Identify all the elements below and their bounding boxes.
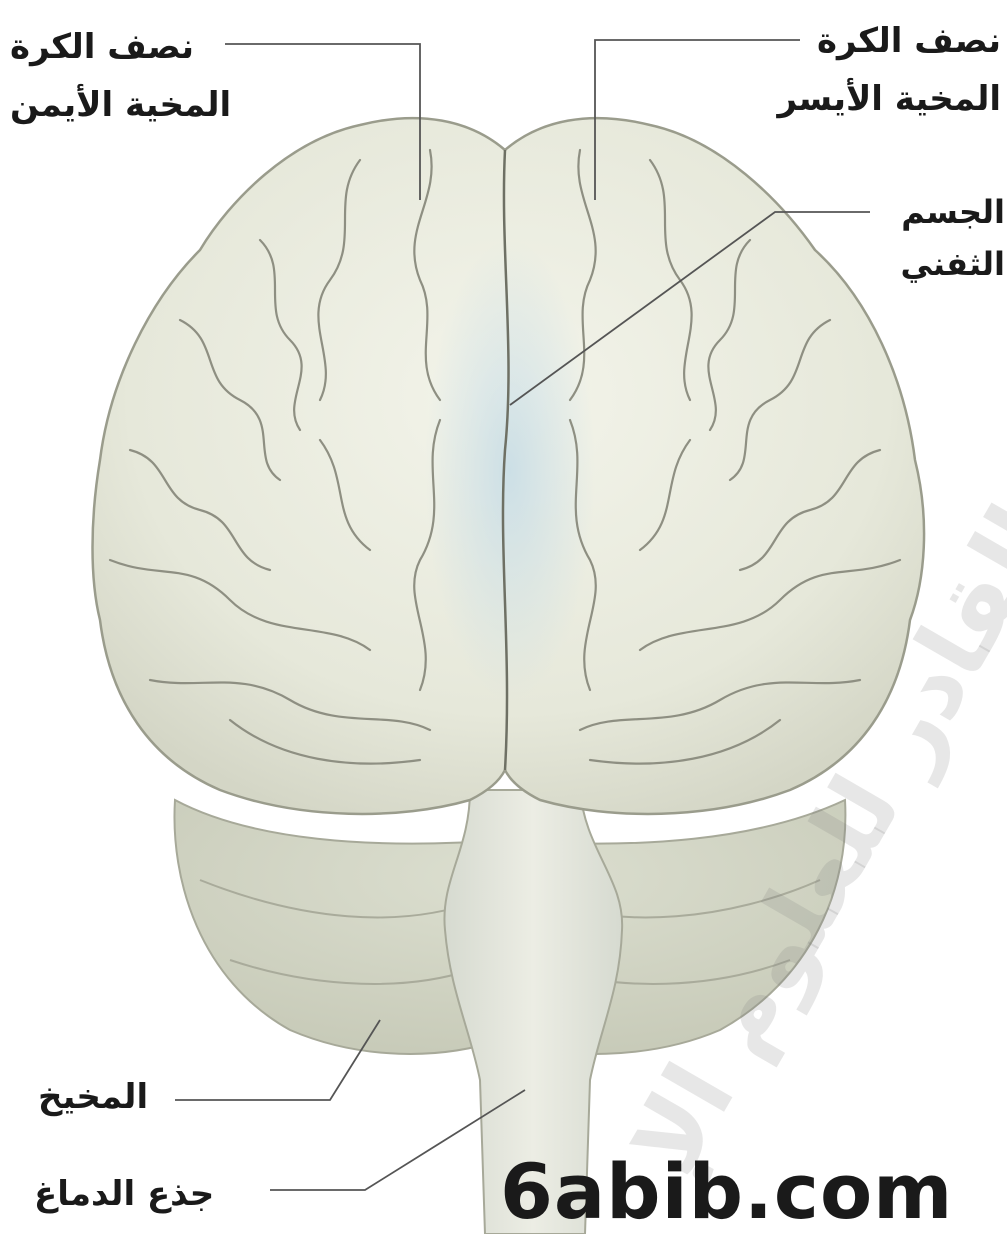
label-brainstem-text: جذع الدماغ (34, 1165, 214, 1223)
label-left-hemisphere-line1: نصف الكرة (777, 12, 1001, 70)
label-left-hemisphere-line2: المخية الأيسر (777, 70, 1001, 128)
label-corpus-callosum-line2: الثفني (900, 238, 1005, 290)
label-right-hemisphere: نصف الكرة المخية الأيمن (10, 18, 231, 134)
label-corpus-callosum: الجسم الثفني (900, 186, 1005, 290)
label-corpus-callosum-line1: الجسم (900, 186, 1005, 238)
label-right-hemisphere-line2: المخية الأيمن (10, 76, 231, 134)
label-right-hemisphere-line1: نصف الكرة (10, 18, 231, 76)
corpus-callosum-tint (425, 240, 595, 700)
site-logo-watermark: 6abib.com (500, 1150, 953, 1234)
label-cerebellum-text: المخيخ (38, 1068, 148, 1126)
label-cerebellum: المخيخ (38, 1068, 148, 1126)
label-brainstem: جذع الدماغ (34, 1165, 214, 1223)
label-left-hemisphere: نصف الكرة المخية الأيسر (777, 12, 1001, 128)
